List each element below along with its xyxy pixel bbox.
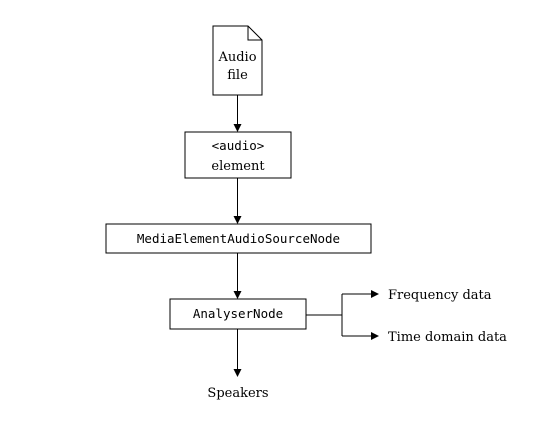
- source-node-label: MediaElementAudioSourceNode: [137, 231, 340, 246]
- audio-file-node: Audio file: [212, 25, 263, 96]
- arrowhead: [233, 291, 242, 299]
- audio-element-node: <audio> element: [184, 131, 292, 179]
- arrowhead: [233, 216, 242, 224]
- document-icon: [212, 25, 263, 96]
- arrowhead: [233, 124, 242, 132]
- source-node: MediaElementAudioSourceNode: [105, 223, 372, 254]
- analyser-node-label: AnalyserNode: [193, 306, 283, 321]
- speakers-label: Speakers: [207, 386, 268, 401]
- document-fold: [247, 26, 262, 41]
- arrowhead: [371, 332, 379, 340]
- time-domain-data-label: Time domain data: [388, 330, 507, 345]
- audio-element-box: [184, 131, 292, 179]
- audio-element-label-line2: element: [211, 159, 265, 174]
- analyser-node: AnalyserNode: [169, 298, 307, 330]
- arrowhead: [233, 369, 242, 377]
- arrowhead: [371, 290, 379, 298]
- audio-element-label-line1: <audio>: [212, 138, 265, 153]
- audio-file-label-line2: file: [227, 68, 248, 83]
- source-node-box: [105, 223, 372, 254]
- audio-file-label-line1: Audio: [217, 50, 256, 65]
- frequency-data-label: Frequency data: [388, 288, 492, 303]
- analyser-node-box: [169, 298, 307, 330]
